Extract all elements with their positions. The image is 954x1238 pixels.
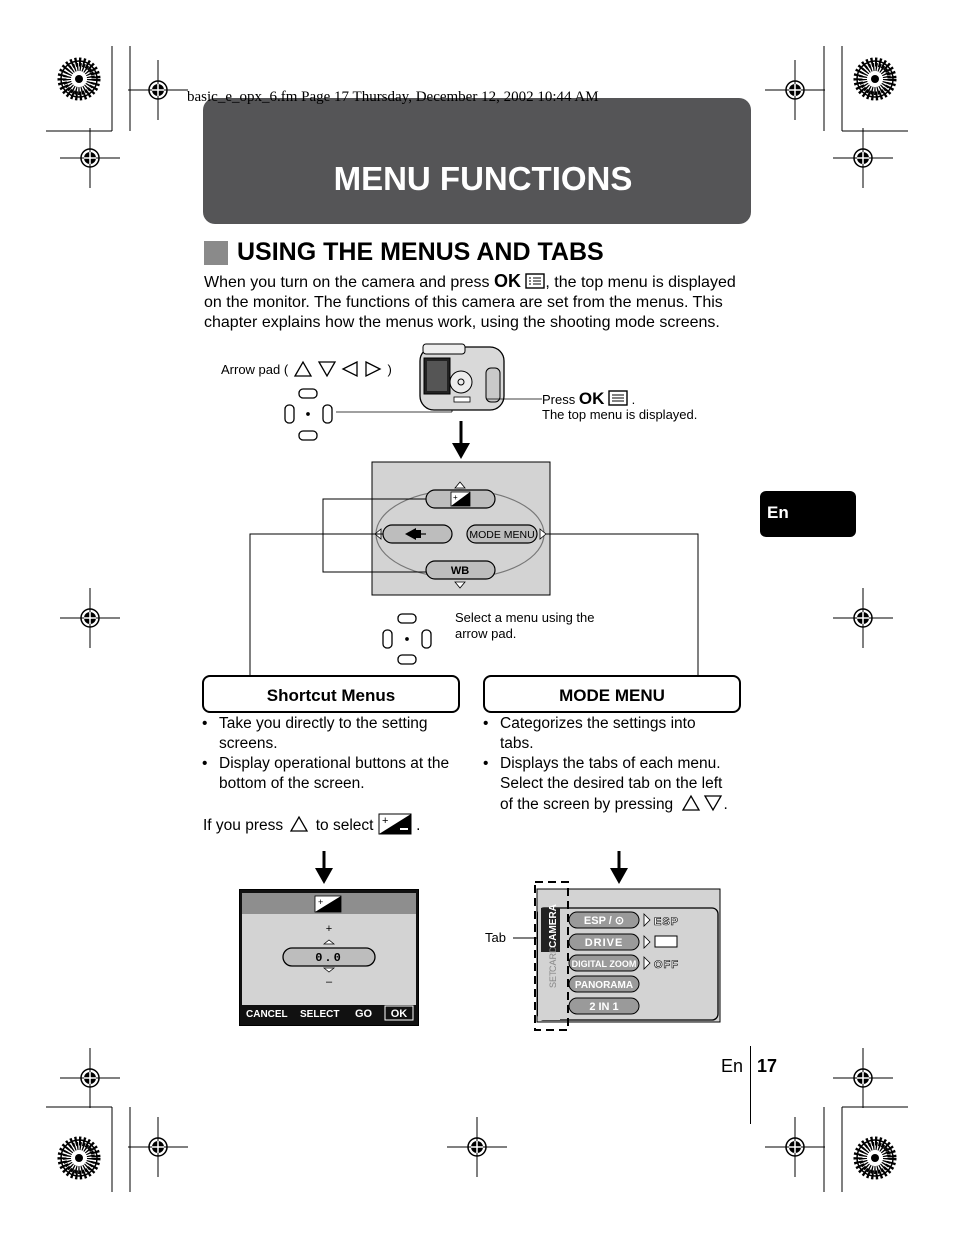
bullet-text: Select the desired tab on the left <box>500 775 723 792</box>
to-select-text: to select <box>315 817 374 834</box>
arrow-pad-close: ) <box>387 362 392 377</box>
tab-set: SET <box>548 970 558 988</box>
menu-icon <box>525 273 546 289</box>
list-item: Displays the tabs of each menu. Select th… <box>483 754 758 815</box>
arrow-pad-label-text: Arrow pad ( <box>221 362 289 377</box>
shortcut-menus-heading: Shortcut Menus <box>202 675 460 713</box>
bullet-text: Displays the tabs of each menu. <box>500 755 721 772</box>
menu-item-esp: ESP / ⊙ <box>584 915 624 927</box>
intro-text: on the monitor. The functions of this ca… <box>204 294 723 311</box>
language-tab-label: En <box>767 503 789 522</box>
if-you-press-line: If you press to select + . <box>203 813 420 835</box>
file-header-line: basic_e_opx_6.fm Page 17 Thursday, Decem… <box>187 89 599 105</box>
mode-menu-heading: MODE MENU <box>483 675 741 713</box>
intro-text: chapter explains how the menus work, usi… <box>204 314 720 331</box>
bullet-text: of the screen by pressing <box>500 796 674 813</box>
bullet-text: bottom of the screen. <box>219 775 365 792</box>
exposure-value: 0.0 <box>315 951 343 965</box>
mode-menu-bullets: Categorizes the settings into tabs. Displ… <box>483 714 758 815</box>
press-text: Press <box>542 392 576 407</box>
select-menu-label: Select a menu using the <box>455 610 595 625</box>
press-ok-label: Press OK . <box>542 389 635 409</box>
plus-label: + <box>326 923 332 935</box>
tab-card: CARD <box>548 946 558 972</box>
arrow-pad-label: Arrow pad ( ) <box>221 360 392 378</box>
menu-item-drive: DRIVE <box>585 937 624 949</box>
select-menu-label: arrow pad. <box>455 626 517 641</box>
language-tab: En <box>760 491 856 537</box>
top-menu-displayed-label: The top menu is displayed. <box>542 407 698 422</box>
camera-icon <box>419 343 505 411</box>
self-timer-icon <box>405 528 426 540</box>
menu-item-digital-zoom: DIGITAL ZOOM <box>572 959 637 969</box>
shortcut-bullets: Take you directly to the setting screens.… <box>202 714 472 794</box>
arrow-pad-icon <box>382 613 432 665</box>
cancel-label: CANCEL <box>246 1009 288 1020</box>
arrow-symbols-icon <box>293 360 382 378</box>
ok-button-label: OK <box>578 389 605 408</box>
page-title: MENU FUNCTIONS <box>333 160 633 197</box>
bullet-text: Categorizes the settings into <box>500 715 696 732</box>
bullet-text: screens. <box>219 735 278 752</box>
select-label: SELECT <box>300 1009 339 1020</box>
menu-value-digital-zoom: OFF <box>654 959 679 971</box>
mode-menu-button-label: MODE MENU <box>469 529 534 541</box>
menu-value-esp: ESP <box>654 916 679 928</box>
wb-button-label: WB <box>451 565 469 577</box>
intro-text: , the top menu is displayed <box>545 274 736 291</box>
go-label: GO <box>355 1008 373 1020</box>
mode-menu-screen: CAMERA SET CARD ESP / ⊙ ESP DRIVE DIGITA… <box>513 881 721 1031</box>
footer-lang: En <box>721 1056 744 1076</box>
ok-button-label: OK <box>493 271 521 291</box>
list-item: Take you directly to the setting screens. <box>202 714 472 754</box>
svg-text:+: + <box>453 493 458 502</box>
if-press-text: If you press <box>203 817 284 834</box>
end-dot: . <box>416 817 421 834</box>
end-dot: . <box>723 796 728 813</box>
section-marker <box>204 241 228 265</box>
menu-item-2in1: 2 IN 1 <box>589 1001 618 1013</box>
exposure-screen: + + 0.0 – CANCEL SELECT GO OK <box>239 889 419 1026</box>
up-arrow-icon <box>290 815 309 832</box>
footer-divider <box>750 1046 751 1124</box>
ok-label: OK <box>391 1008 408 1020</box>
bullet-text: Display operational buttons at the <box>219 755 450 772</box>
exposure-compensation-icon: + <box>450 491 471 507</box>
minus-label: – <box>326 976 333 988</box>
intro-text: When you turn on the camera and press <box>204 274 490 291</box>
title-bar <box>203 98 751 224</box>
section-title: USING THE MENUS AND TABS <box>237 238 604 266</box>
intro-paragraph: When you turn on the camera and press OK… <box>204 271 764 333</box>
bullet-text: tabs. <box>500 735 534 752</box>
svg-text:+: + <box>382 815 388 827</box>
press-dot: . <box>631 392 636 407</box>
arrow-pad-icon <box>284 388 333 441</box>
bullet-text: Take you directly to the setting <box>219 715 428 732</box>
exposure-compensation-icon: + <box>378 813 412 835</box>
svg-text:+: + <box>318 897 323 907</box>
menu-item-panorama: PANORAMA <box>575 980 633 991</box>
menu-icon <box>608 390 628 406</box>
up-down-arrows-icon <box>681 794 722 812</box>
page-number: 17 <box>757 1056 778 1076</box>
tab-camera: CAMERA <box>548 904 559 948</box>
list-item: Categorizes the settings into tabs. <box>483 714 758 754</box>
list-item: Display operational buttons at the bottom… <box>202 754 472 794</box>
tab-callout-label: Tab <box>485 930 506 945</box>
